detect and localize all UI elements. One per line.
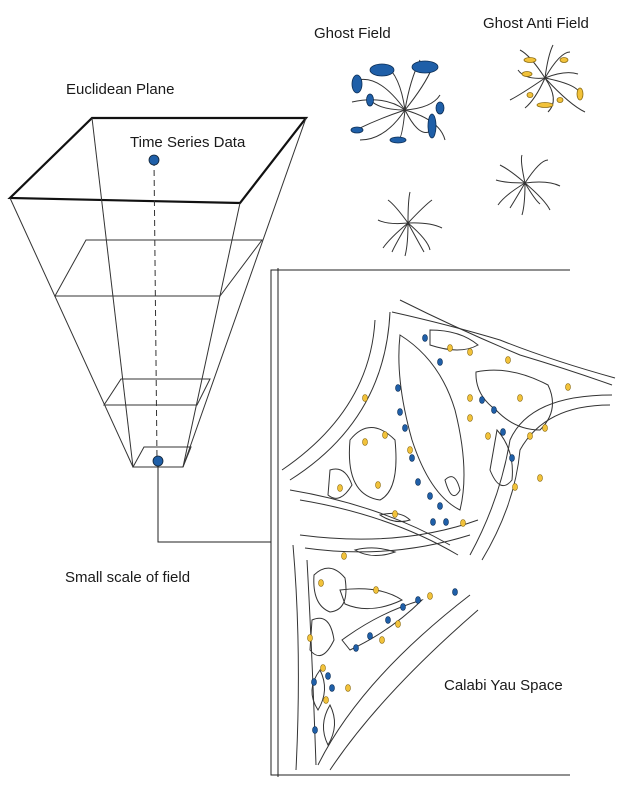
time-series-dashed-line xyxy=(153,159,158,461)
euclidean-funnel xyxy=(7,116,309,468)
small-scale-point xyxy=(152,455,164,467)
ghost-glyph-small-center xyxy=(377,191,443,257)
funnel-edge xyxy=(182,202,241,468)
ghost-anti-field-glyph xyxy=(509,44,586,113)
label-ghost-anti-field: Ghost Anti Field xyxy=(483,15,589,32)
label-time-series-data: Time Series Data xyxy=(130,134,246,151)
calabi-yau-upper-lobe xyxy=(281,299,616,561)
calabi-yau-yellow-dots xyxy=(307,344,571,704)
ghost-field-blobs xyxy=(350,60,445,144)
time-series-point xyxy=(148,154,160,166)
calabi-yau-frame xyxy=(270,268,570,777)
funnel-mid-plane xyxy=(54,239,263,297)
funnel-bottom-plane xyxy=(132,446,192,468)
label-ghost-field: Ghost Field xyxy=(314,25,391,42)
funnel-edge xyxy=(9,197,134,468)
connector-line xyxy=(157,466,271,543)
ghost-anti-field-blobs xyxy=(521,57,584,108)
calabi-yau-blue-dots xyxy=(311,334,515,734)
funnel-low-plane xyxy=(103,378,211,406)
calabi-yau-lower-lobe xyxy=(292,519,479,771)
label-euclidean-plane: Euclidean Plane xyxy=(66,81,174,98)
funnel-edge xyxy=(91,117,134,468)
funnel-edge xyxy=(182,117,307,468)
label-calabi-yau: Calabi Yau Space xyxy=(444,677,563,694)
ghost-glyph-small-right xyxy=(495,154,561,216)
label-small-scale: Small scale of field xyxy=(65,569,190,586)
